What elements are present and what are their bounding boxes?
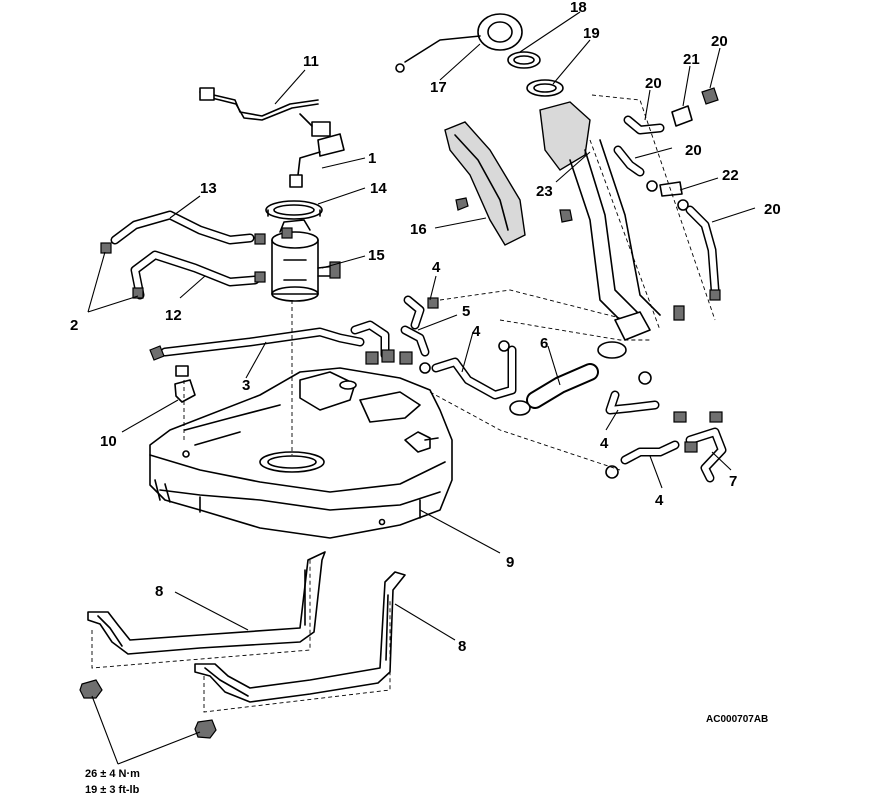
hose-12: [130, 250, 260, 300]
callout-16: 16: [410, 221, 427, 238]
vapor-hoses-20: [613, 115, 721, 301]
callout-9: 9: [506, 554, 514, 571]
callout-20-b: 20: [711, 33, 728, 50]
hose-4-u: [431, 340, 517, 400]
callout-13: 13: [200, 180, 217, 197]
callout-4-a: 4: [432, 259, 441, 276]
valve-21: [671, 105, 693, 127]
callout-20-a: 20: [645, 75, 662, 92]
leader-lines: [87, 11, 756, 765]
figure-code: AC000707AB: [706, 714, 768, 725]
hose-13: [110, 210, 255, 245]
assembly-guide-lines: [183, 94, 716, 471]
hoses-4-right: [605, 371, 680, 479]
callout-19: 19: [583, 25, 600, 42]
tank-band-rear: [194, 571, 406, 703]
valve-22: [659, 181, 683, 197]
callout-4-d: 4: [655, 492, 664, 509]
gasket-18: [507, 51, 541, 69]
callout-4-c: 4: [600, 435, 609, 452]
callout-14: 14: [370, 180, 387, 197]
torque-metric: 26 ± 4 N·m: [85, 768, 140, 780]
filler-neck-23: [539, 101, 685, 359]
pump-retainer-ring-14: [265, 200, 323, 220]
callout-12: 12: [165, 307, 182, 324]
callout-23: 23: [536, 183, 553, 200]
tank-band-front: [87, 551, 326, 655]
vapor-hose-7: [673, 411, 727, 483]
callout-20-d: 20: [764, 201, 781, 218]
callout-18: 18: [570, 0, 587, 16]
harness-1: [289, 133, 345, 188]
gasket-19: [526, 79, 564, 97]
callout-8-b: 8: [458, 638, 466, 655]
band-guide-lines: [91, 560, 391, 713]
callout-3: 3: [242, 377, 250, 394]
callout-17: 17: [430, 79, 447, 96]
connector-20-top: [701, 87, 719, 105]
callout-4-b: 4: [472, 323, 481, 340]
callout-20-c: 20: [685, 142, 702, 159]
callout-10: 10: [100, 433, 117, 450]
filler-protector-16: [444, 121, 526, 246]
fuel-cap-17: [395, 13, 523, 73]
callout-labels: 1 2 3 4 4 4 4 5 6 7 8 8 9 10 11 12 13 14…: [70, 0, 781, 655]
callout-11: 11: [303, 53, 319, 70]
callout-21: 21: [683, 51, 700, 68]
torque-imperial: 19 ± 3 ft-lb: [85, 784, 140, 796]
callout-6: 6: [540, 335, 548, 352]
callout-2: 2: [70, 317, 78, 334]
band-bolts: [79, 679, 217, 739]
fuel-pump-assembly-15: [271, 219, 341, 302]
callout-22: 22: [722, 167, 739, 184]
vapor-tube-3: [149, 327, 365, 361]
filler-hose-6: [509, 363, 599, 416]
callout-8-a: 8: [155, 583, 163, 600]
callout-15: 15: [368, 247, 385, 264]
callout-5: 5: [462, 303, 470, 320]
hose-connectors-2: [100, 233, 266, 299]
hoses-4-5-center: [350, 295, 439, 374]
callout-1: 1: [368, 150, 376, 167]
clip-10: [174, 365, 196, 403]
harness-11: [199, 87, 331, 137]
fuel-tank: [149, 367, 453, 539]
callout-7: 7: [729, 473, 737, 490]
